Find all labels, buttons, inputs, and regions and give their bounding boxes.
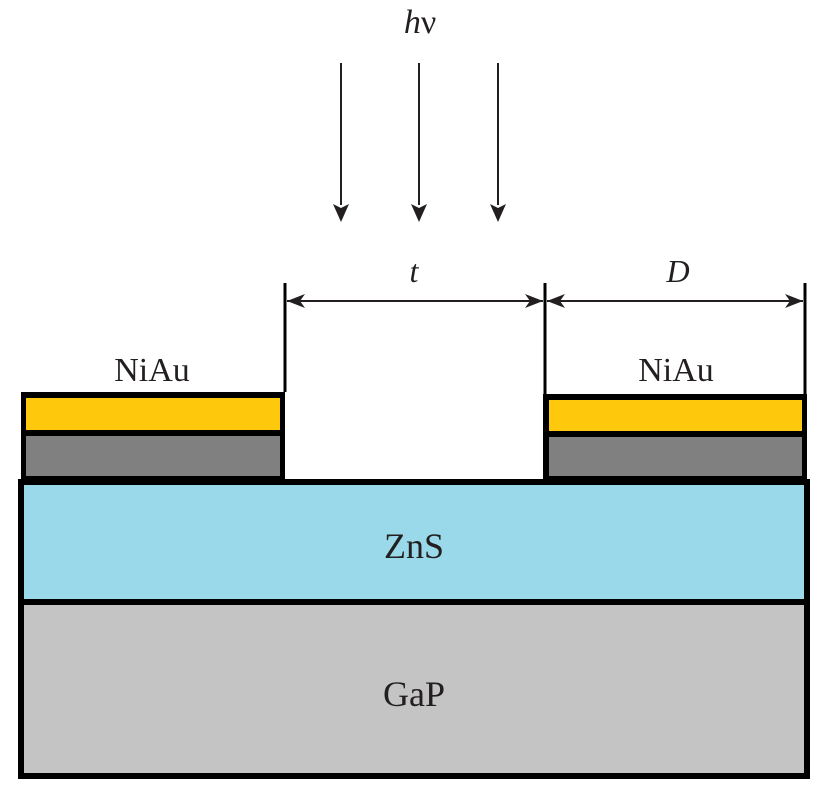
- incident-light-arrows: [333, 63, 506, 222]
- right-contact-ni-layer: [549, 437, 802, 476]
- left-contact: NiAu: [21, 352, 285, 480]
- arrow-head-right-icon: [525, 294, 543, 308]
- contact-width-label: D: [665, 253, 689, 289]
- contact-width-dimension: D: [547, 253, 803, 308]
- left-contact-au-layer: [26, 398, 280, 430]
- right-contact-au-layer: [549, 400, 802, 431]
- right-contact-label: NiAu: [638, 352, 714, 389]
- arrow-head-down-icon: [490, 204, 506, 222]
- arrow-head-left-icon: [287, 294, 305, 308]
- arrow-head-down-icon: [333, 204, 349, 222]
- photon-energy-label: hν: [404, 4, 436, 41]
- zns-layer-label: ZnS: [384, 526, 444, 566]
- arrow-head-right-icon: [785, 294, 803, 308]
- arrow-head-left-icon: [547, 294, 565, 308]
- arrow-head-down-icon: [411, 204, 427, 222]
- gap-substrate-layer: [18, 599, 810, 779]
- gap-width-label: t: [410, 253, 420, 289]
- zns-layer: [18, 479, 810, 605]
- left-contact-label: NiAu: [114, 352, 190, 389]
- left-contact-ni-layer: [26, 436, 280, 476]
- gap-dimension: t: [287, 253, 543, 308]
- right-contact: NiAu: [543, 352, 807, 480]
- gap-layer-label: GaP: [383, 674, 445, 714]
